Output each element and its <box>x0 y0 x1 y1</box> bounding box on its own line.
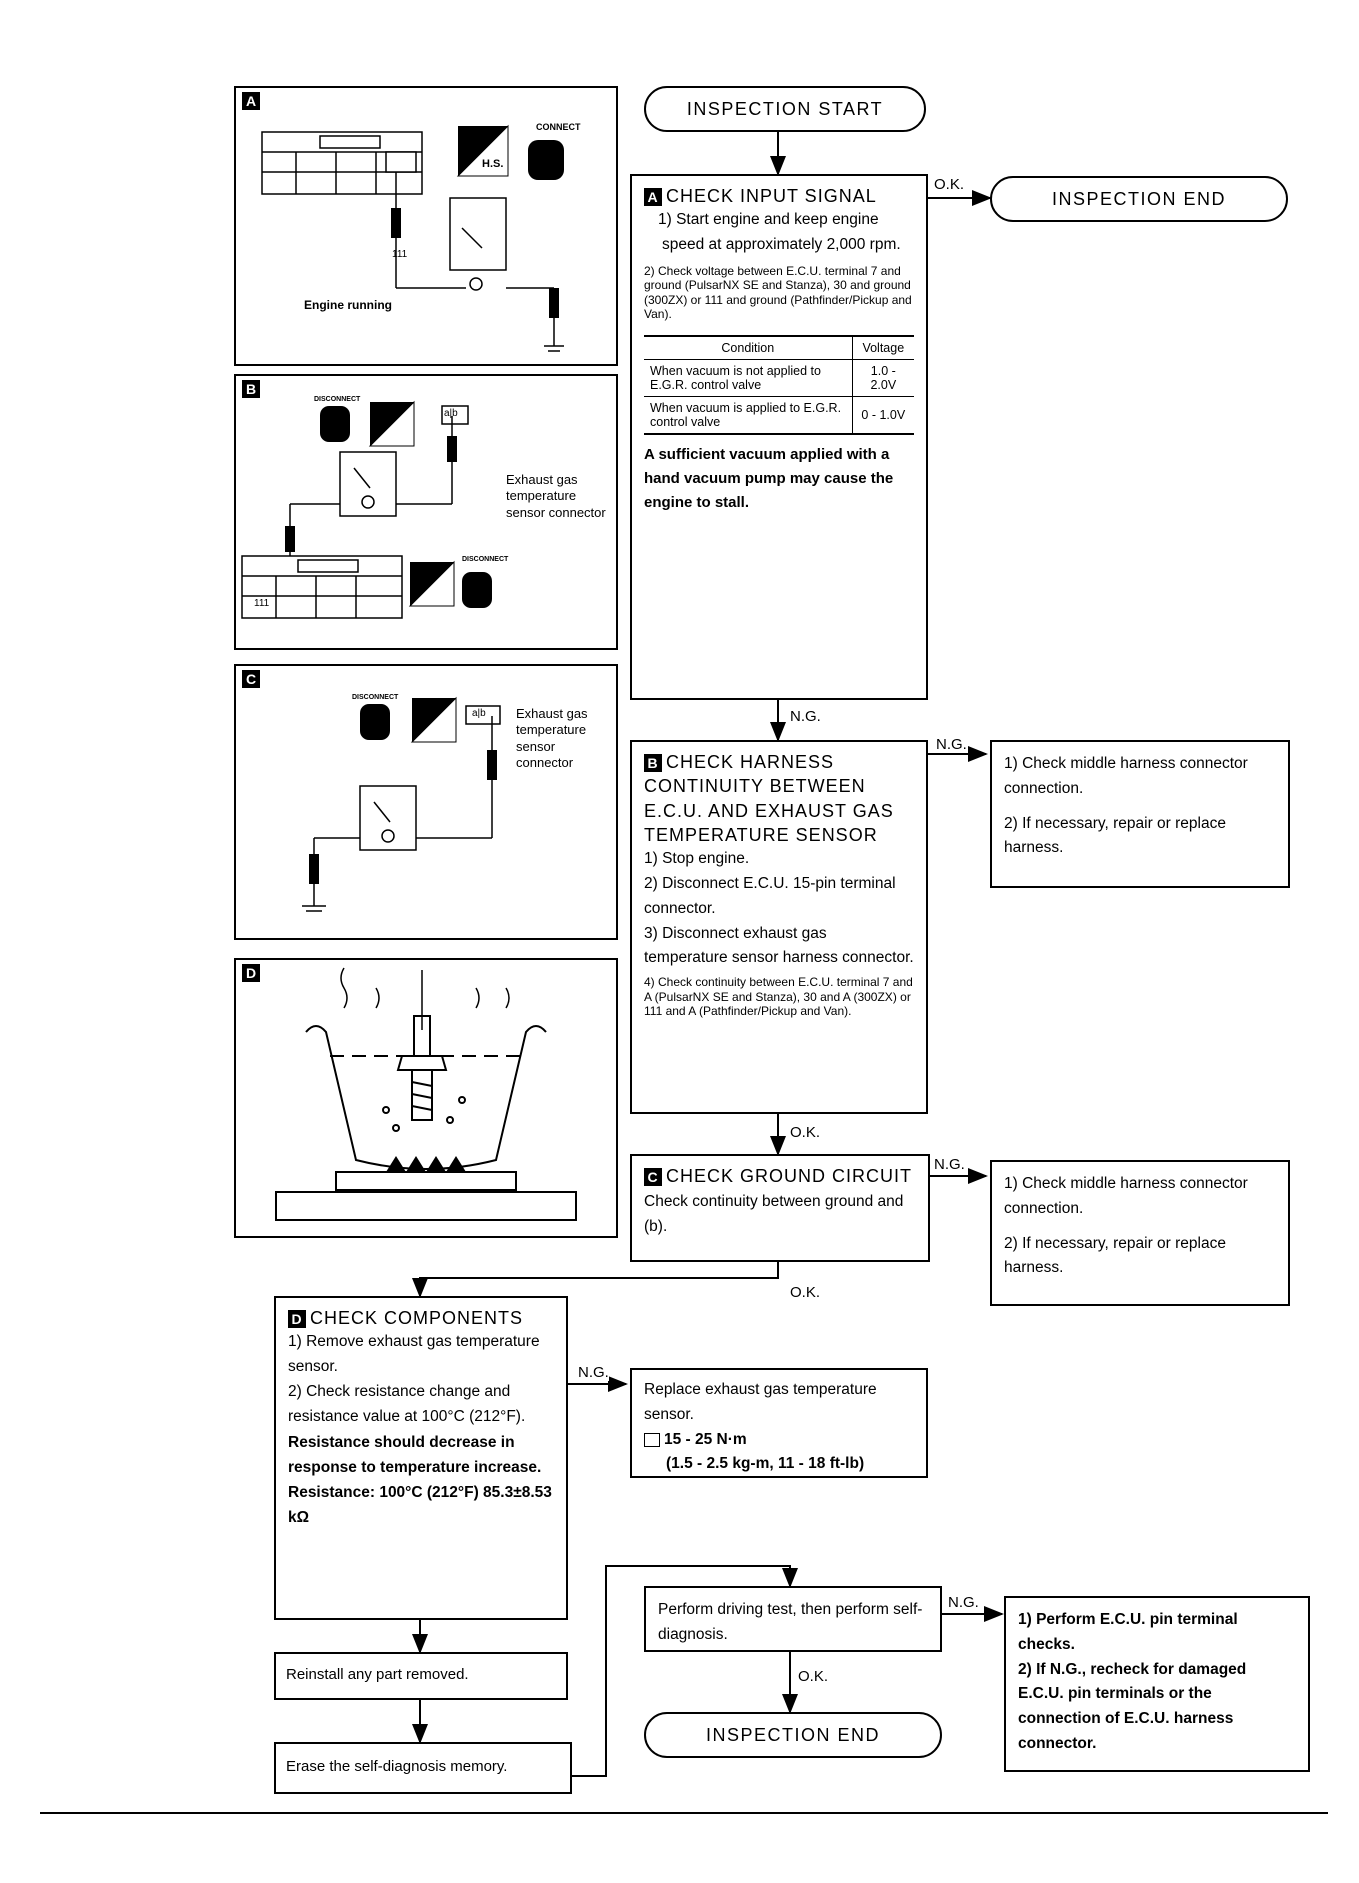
table-header: Condition <box>644 335 853 360</box>
torque-spec-alt: (1.5 - 2.5 kg-m, 11 - 18 ft-lb) <box>666 1455 865 1473</box>
table-cell: 1.0 - 2.0V <box>851 359 914 397</box>
terminal-number: 111 <box>392 249 408 260</box>
connector-ab: a|b <box>472 708 486 719</box>
step-text: 1) Check middle harness connector connec… <box>1004 755 1248 797</box>
replace-sensor-box: Replace exhaust gas temperature sensor. … <box>630 1368 928 1478</box>
panel-d-illustration: D <box>234 958 618 1238</box>
table-cell: When vacuum is not applied to E.G.R. con… <box>644 359 853 397</box>
step-text: 1) Remove exhaust gas temperature sensor… <box>288 1333 540 1376</box>
ng-label: N.G. <box>934 1156 965 1173</box>
step-text: 2) If N.G., recheck for damaged E.C.U. p… <box>1018 1660 1247 1752</box>
step-text: Replace exhaust gas temperature sensor. <box>644 1381 877 1423</box>
box-title: CHECK COMPONENTS <box>310 1308 524 1328</box>
step-tag: B <box>644 754 662 773</box>
step-text: 1) Check middle harness connector connec… <box>1004 1175 1248 1217</box>
inspection-end: INSPECTION END <box>644 1712 942 1758</box>
step-text: 1) Start engine and keep engine speed at… <box>658 211 901 254</box>
ecu-voltage-check-illustration <box>261 124 564 352</box>
ng-label: N.G. <box>948 1594 979 1611</box>
connect-label: CONNECT <box>536 122 581 132</box>
step-text: Check continuity between ground and (b). <box>644 1193 904 1236</box>
panel-caption: Exhaust gas temperature sensor connector <box>516 706 588 770</box>
step-text: Perform driving test, then perform self-… <box>658 1601 923 1643</box>
caution-note: A sufficient vacuum applied with a hand … <box>644 446 894 512</box>
panel-tag: B <box>242 380 260 398</box>
ground-circuit-illustration <box>302 696 501 912</box>
panel-caption: Engine running <box>304 298 392 312</box>
ng-remedy-box: 1) Check middle harness connector connec… <box>990 740 1290 888</box>
panel-tag: A <box>242 92 260 110</box>
torque-spec: 15 - 25 N·m <box>664 1430 747 1448</box>
harness-continuity-illustration <box>241 400 492 619</box>
panel-caption: Exhaust gas temperature sensor connector <box>506 472 606 520</box>
heated-water-bath-illustration <box>275 967 577 1221</box>
page-divider <box>40 1812 1328 1814</box>
step-text: Resistance: 100°C (212°F) 85.3±8.53 kΩ <box>288 1484 552 1526</box>
disconnect-label: DISCONNECT <box>462 556 509 563</box>
table-cell: When vacuum is applied to E.G.R. control… <box>644 396 853 436</box>
ng-remedy-box: 1) Check middle harness connector connec… <box>990 1160 1290 1306</box>
step-text: 2) If necessary, repair or replace harne… <box>1004 1234 1226 1277</box>
step-tag: A <box>644 188 662 207</box>
ok-label: O.K. <box>790 1284 821 1301</box>
ng-label: N.G. <box>790 708 821 725</box>
panel-b-illustration: B DISCONNECT DISCONNECT T.S. a|b 111 Exh… <box>234 374 618 650</box>
ok-label: O.K. <box>790 1124 821 1141</box>
terminal-number: 111 <box>254 598 270 609</box>
connector-ab: a|b <box>444 408 458 419</box>
box-title: CHECK INPUT SIGNAL <box>666 186 877 206</box>
inspection-start: INSPECTION START <box>644 86 926 132</box>
ng-label: N.G. <box>936 736 967 753</box>
step-text: 3) Disconnect exhaust gas temperature se… <box>644 924 914 967</box>
step-text: 2) If necessary, repair or replace harne… <box>1004 814 1226 857</box>
step-text: 4) Check continuity between E.C.U. termi… <box>644 975 913 1018</box>
reinstall-box: Reinstall any part removed. <box>274 1652 568 1700</box>
driving-test-box: Perform driving test, then perform self-… <box>644 1586 942 1652</box>
step-text: 2) Disconnect E.C.U. 15-pin terminal con… <box>644 874 896 917</box>
step-text: 2) Check resistance change and resistanc… <box>288 1382 526 1425</box>
inspection-end: INSPECTION END <box>990 176 1288 222</box>
disconnect-label: DISCONNECT <box>314 396 361 403</box>
panel-tag: D <box>242 964 260 982</box>
box-title: CHECK HARNESS CONTINUITY BETWEEN E.C.U. … <box>644 752 894 845</box>
ok-label: O.K. <box>934 176 965 193</box>
erase-memory-box: Erase the self-diagnosis memory. <box>274 1742 572 1794</box>
torque-wrench-icon <box>644 1432 660 1447</box>
table-cell: 0 - 1.0V <box>851 396 914 436</box>
ng-label: N.G. <box>578 1364 609 1381</box>
ng-remedy-box: 1) Perform E.C.U. pin terminal checks. 2… <box>1004 1596 1310 1772</box>
ts-label: T.S. <box>438 726 454 736</box>
step-tag: C <box>644 1168 662 1187</box>
hs-label: H.S. <box>482 158 504 170</box>
step-text: Resistance should decrease in response t… <box>288 1434 542 1477</box>
step-tag: D <box>288 1310 306 1329</box>
box-title: CHECK GROUND CIRCUIT <box>666 1166 913 1186</box>
ok-label: O.K. <box>798 1668 829 1685</box>
step-text: 2) Check voltage between E.C.U. terminal… <box>644 263 912 322</box>
step-text: 1) Perform E.C.U. pin terminal checks. <box>1018 1611 1238 1653</box>
panel-a-illustration: A 111 H.S. CONNECT Engine running <box>234 86 618 366</box>
step-text: 1) Stop engine. <box>644 850 750 868</box>
panel-c-illustration: C DISCONNECT T.S. a|b Exhaust gas temper… <box>234 664 618 940</box>
disconnect-label: DISCONNECT <box>352 694 399 701</box>
panel-tag: C <box>242 670 260 688</box>
ts-label: T.S. <box>396 430 412 440</box>
table-header: Voltage <box>851 335 914 360</box>
